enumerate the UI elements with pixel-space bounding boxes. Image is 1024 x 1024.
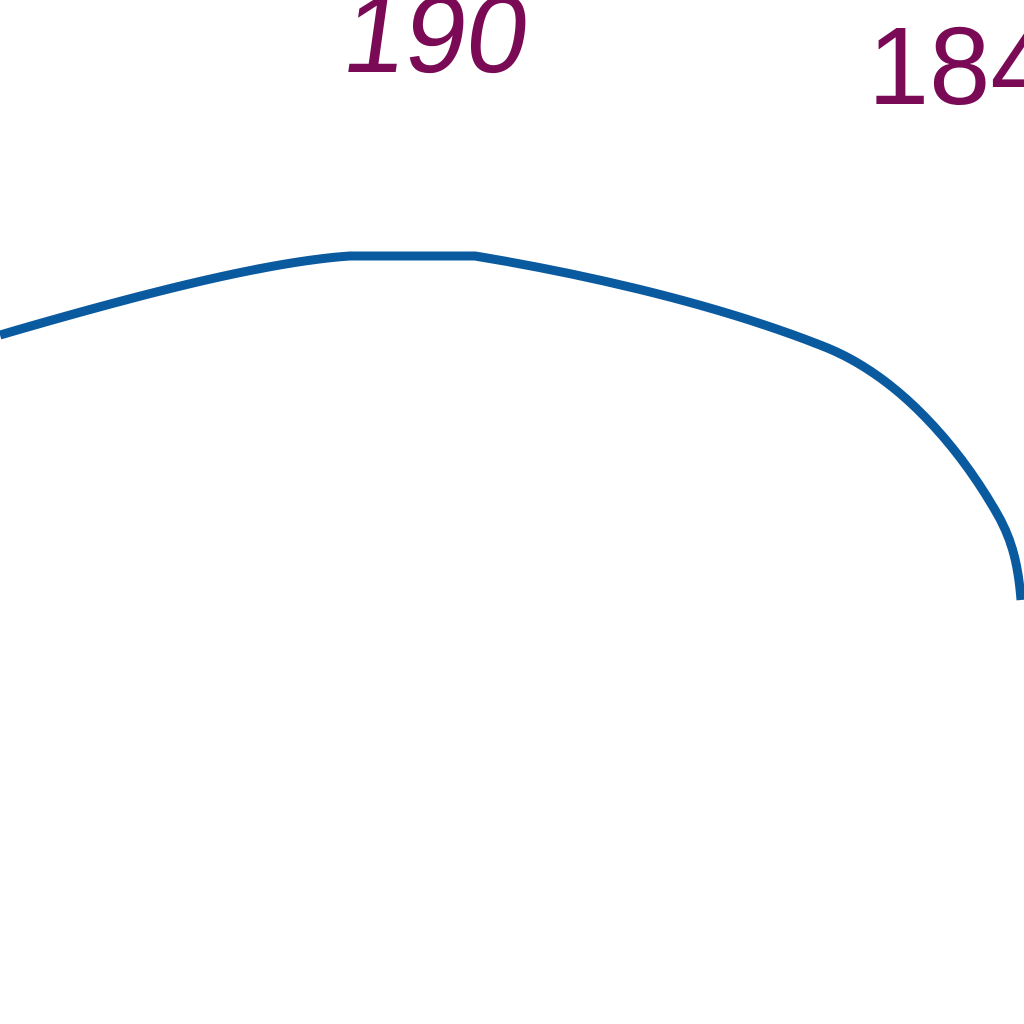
map-label-184: 184 [868,5,1024,128]
map-label-190: 190 [337,0,538,96]
boundary-line [0,251,1024,601]
